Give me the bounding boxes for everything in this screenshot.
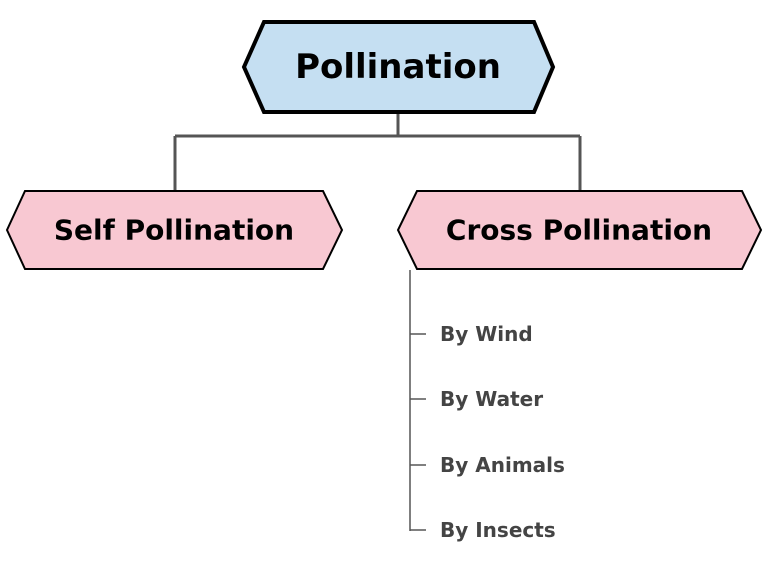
by-wind-label: By Wind <box>440 322 533 346</box>
root-node[interactable]: Pollination <box>241 20 556 114</box>
list-item[interactable]: By Wind <box>410 322 533 346</box>
by-animals-label: By Animals <box>440 453 565 477</box>
cross-pollination-node[interactable]: Cross Pollination <box>396 190 763 270</box>
by-water-label: By Water <box>440 387 543 411</box>
root-node-shape <box>241 20 556 114</box>
self-pollination-label: Self Pollination <box>54 214 294 247</box>
root-connectors <box>173 113 582 190</box>
list-item[interactable]: By Water <box>410 387 543 411</box>
self-pollination-shape <box>5 190 344 270</box>
root-node-label: Pollination <box>295 47 501 87</box>
cross-pollination-label: Cross Pollination <box>446 214 712 247</box>
self-pollination-node[interactable]: Self Pollination <box>5 190 344 270</box>
cross-pollination-children: By Wind By Water By Animals By Insects <box>409 270 565 542</box>
by-insects-label: By Insects <box>440 518 556 542</box>
list-item[interactable]: By Animals <box>410 453 565 477</box>
cross-pollination-shape <box>396 190 763 270</box>
list-item[interactable]: By Insects <box>410 518 556 542</box>
